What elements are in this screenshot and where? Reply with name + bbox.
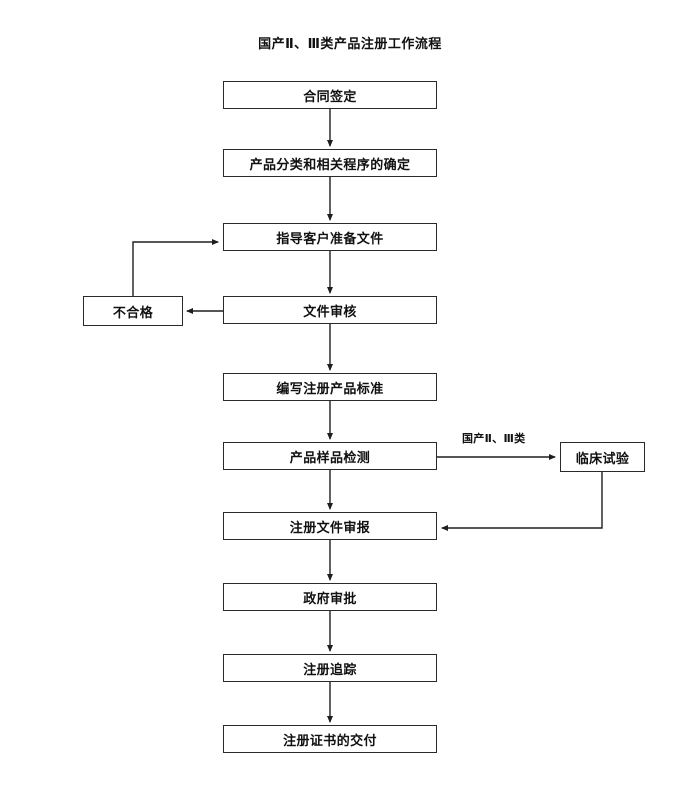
node-product-classification[interactable]: 产品分类和相关程序的确定 [223,149,437,177]
node-contract[interactable]: 合同签定 [223,81,437,109]
node-clinical-trial[interactable]: 临床试验 [560,442,645,472]
node-registration-submission[interactable]: 注册文件审报 [223,512,437,540]
edge-clinical-to-submit [441,472,603,531]
page-title: 国产Ⅱ、Ⅲ类产品注册工作流程 [258,37,442,52]
edge-label-clinical-branch: 国产Ⅱ、Ⅲ类 [462,432,526,445]
node-write-product-standard[interactable]: 编写注册产品标准 [223,373,437,401]
node-guide-client-documents[interactable]: 指导客户准备文件 [223,223,437,251]
node-certificate-delivery[interactable]: 注册证书的交付 [223,725,437,753]
edge-reject-to-guide [132,239,219,296]
node-document-review[interactable]: 文件审核 [223,296,437,324]
node-sample-testing[interactable]: 产品样品检测 [223,442,437,470]
node-rejected[interactable]: 不合格 [83,296,183,326]
node-government-approval[interactable]: 政府审批 [223,583,437,611]
node-registration-tracking[interactable]: 注册追踪 [223,654,437,682]
